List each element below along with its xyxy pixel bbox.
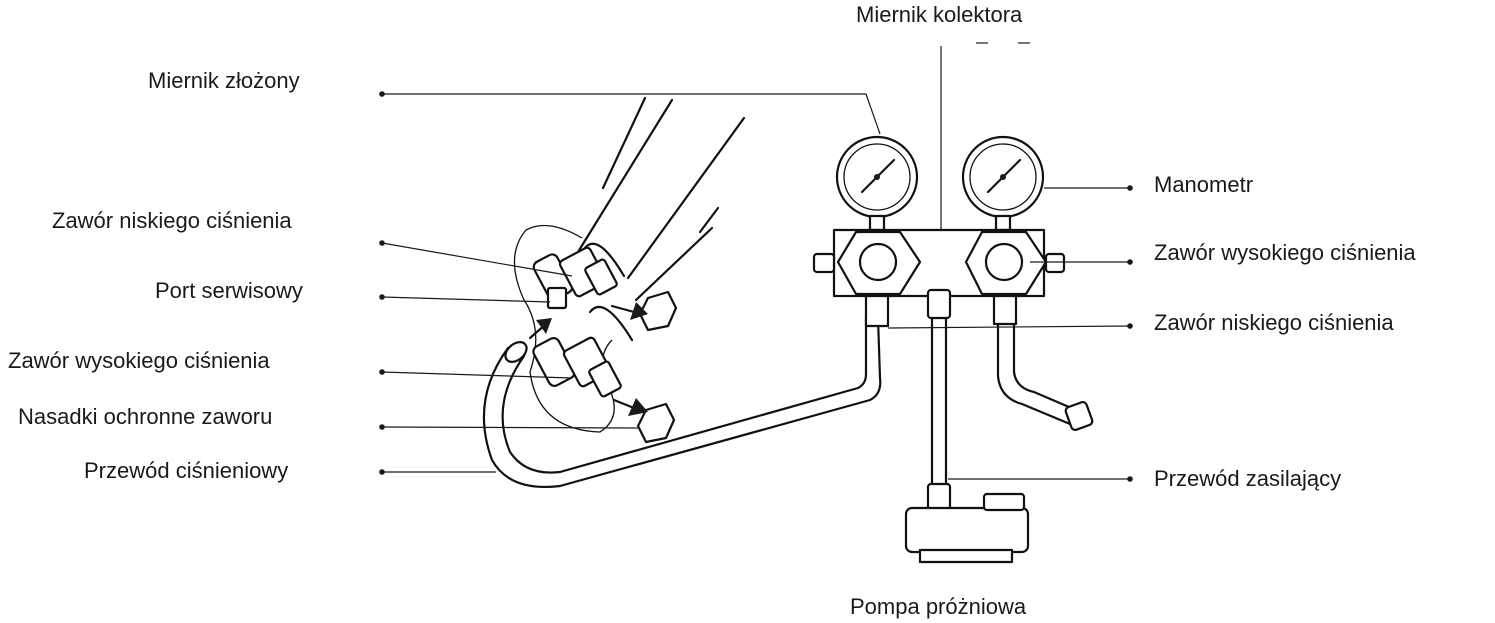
service-valves-body bbox=[513, 224, 678, 444]
label-high-pressure-valve-right: Zawór wysokiego ciśnienia bbox=[1154, 240, 1416, 265]
valve-cap-lower bbox=[636, 402, 676, 444]
label-valve-caps: Nasadki ochronne zaworu bbox=[18, 404, 273, 429]
label-low-pressure-valve-left: Zawór niskiego ciśnienia bbox=[52, 208, 292, 233]
label-high-pressure-valve-left: Zawór wysokiego ciśnienia bbox=[8, 348, 270, 373]
label-pressure-gauge: Manometr bbox=[1154, 172, 1254, 197]
label-pressure-hose: Przewód ciśnieniowy bbox=[84, 458, 289, 483]
pressure-hose bbox=[482, 316, 882, 488]
label-service-port: Port serwisowy bbox=[155, 278, 303, 303]
label-charging-hose: Przewód zasilający bbox=[1154, 466, 1342, 491]
vacuum-pump bbox=[904, 506, 1030, 554]
valve-cap-upper bbox=[638, 290, 678, 332]
refrigerant-pipes bbox=[576, 96, 746, 342]
label-manifold-gauge: Miernik kolektora bbox=[856, 2, 1023, 27]
manifold-gauge-set bbox=[812, 135, 1094, 564]
leader-lines bbox=[379, 42, 1133, 482]
label-compound-gauge: Miernik złożony bbox=[148, 68, 300, 93]
label-low-pressure-valve-right: Zawór niskiego ciśnienia bbox=[1154, 310, 1394, 335]
label-vacuum-pump: Pompa próżniowa bbox=[850, 594, 1027, 619]
